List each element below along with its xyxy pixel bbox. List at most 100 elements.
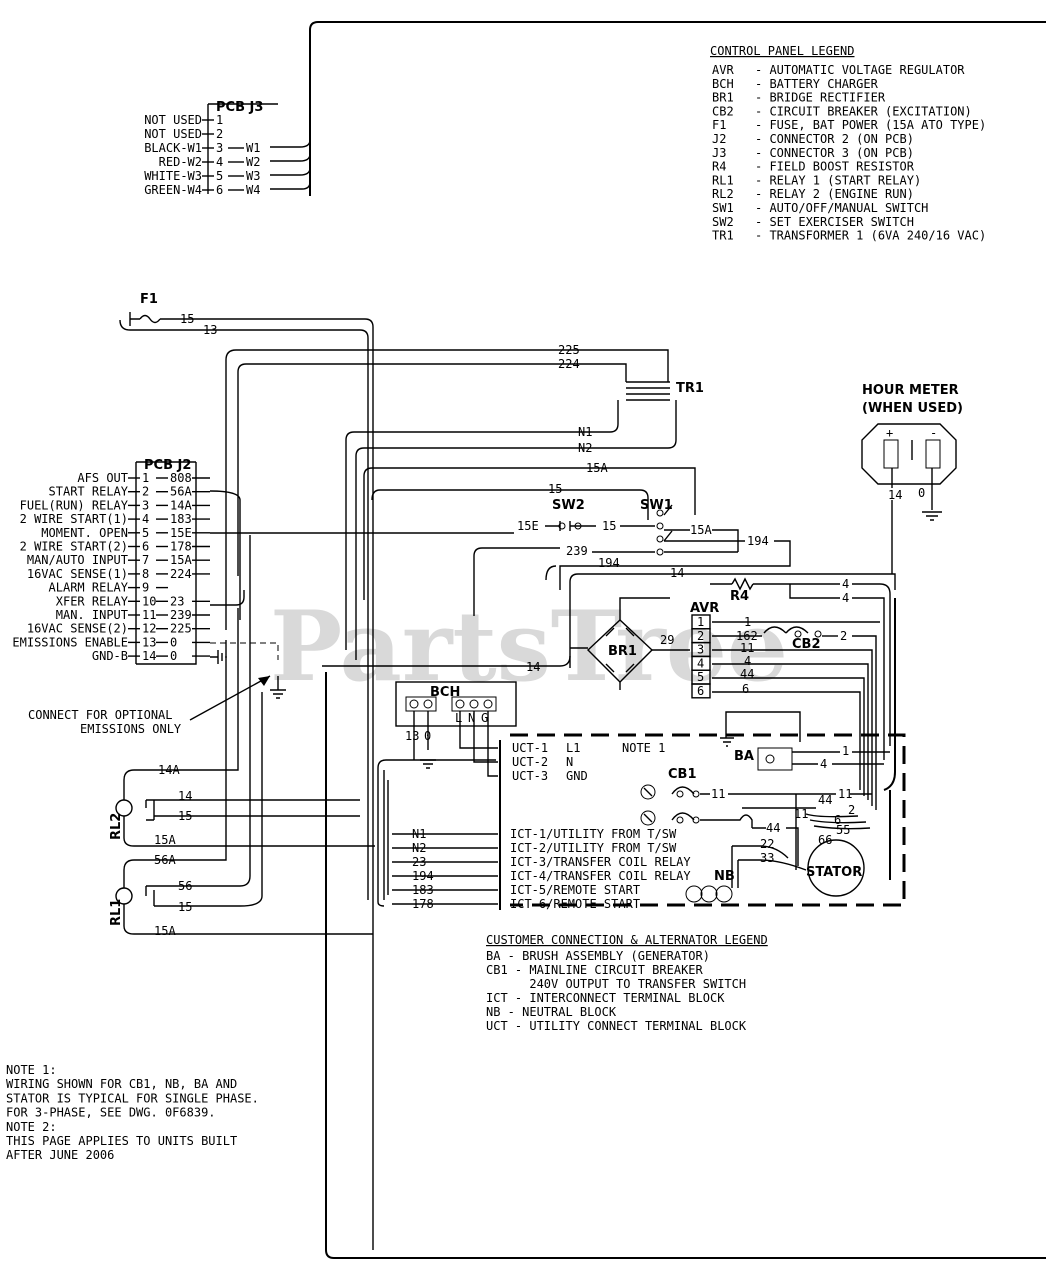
- ict-wire-label: 183: [412, 883, 434, 897]
- svg-text:44: 44: [766, 821, 780, 835]
- legend-code: BR1: [712, 91, 734, 105]
- svg-text:33: 33: [760, 851, 774, 865]
- svg-text:RL2: RL2: [109, 813, 124, 840]
- customer-legend: CUSTOMER CONNECTION & ALTERNATOR LEGEND …: [486, 933, 768, 1033]
- uct-signal: L1: [566, 741, 580, 755]
- svg-text:11: 11: [711, 787, 725, 801]
- j2-pin-number: 7: [142, 553, 149, 567]
- j2-wire-label: 183: [170, 512, 192, 526]
- legend-desc: - BATTERY CHARGER: [755, 77, 879, 91]
- svg-text:55: 55: [836, 823, 850, 837]
- note-line: WIRING SHOWN FOR CB1, NB, BA AND: [6, 1077, 237, 1091]
- j3-pin-number: 5: [216, 169, 223, 183]
- j2-pin-number: 14: [142, 649, 156, 663]
- legend-code: SW1: [712, 201, 734, 215]
- j2-pin-number: 3: [142, 498, 149, 512]
- avr-pin-number: 6: [697, 684, 704, 698]
- ict-wire-label: 194: [412, 869, 434, 883]
- j2-pin-number: 6: [142, 540, 149, 554]
- j2-pin-label: MAN. INPUT: [56, 608, 128, 622]
- svg-text:SW2: SW2: [552, 498, 585, 513]
- note1-box: NOTE 1: [499, 733, 906, 910]
- ict-label: ICT-2/UTILITY FROM T/SW: [510, 841, 677, 855]
- j2-pin-label: GND-B: [92, 649, 128, 663]
- note-line: THIS PAGE APPLIES TO UNITS BUILT: [6, 1134, 237, 1148]
- legend-desc: - CONNECTOR 2 (ON PCB): [755, 132, 914, 146]
- j3-pin-label: NOT USED: [144, 113, 202, 127]
- svg-text:11: 11: [838, 787, 852, 801]
- svg-text:15: 15: [178, 809, 192, 823]
- j2-pin-label: AFS OUT: [77, 471, 128, 485]
- svg-text:2: 2: [840, 629, 847, 643]
- svg-text:6: 6: [742, 682, 749, 696]
- svg-text:15: 15: [602, 519, 616, 533]
- legend-code: J2: [712, 132, 726, 146]
- svg-text:BA: BA: [734, 749, 754, 764]
- switches: 15A 15 SW2 SW1 15E 15 15A 194 239 194: [210, 461, 791, 616]
- uct-label: UCT-1: [512, 741, 548, 755]
- note-line: AFTER JUNE 2006: [6, 1148, 114, 1162]
- wire-13: 13: [203, 323, 217, 337]
- svg-text:NB: NB: [714, 869, 735, 884]
- legend-code: BCH: [712, 77, 734, 91]
- legend-code: R4: [712, 160, 726, 174]
- legend-code: SW2: [712, 215, 734, 229]
- j2-pin-label: 16VAC SENSE(1): [27, 567, 128, 581]
- j3-wire-label: W1: [246, 141, 260, 155]
- svg-text:AVR: AVR: [690, 601, 719, 616]
- svg-text:225: 225: [558, 343, 580, 357]
- bch-label: BCH: [430, 685, 460, 700]
- legend-title: CONTROL PANEL LEGEND: [710, 44, 855, 58]
- customer-legend-line: 240V OUTPUT TO TRANSFER SWITCH: [486, 977, 746, 991]
- ict-label: ICT-1/UTILITY FROM T/SW: [510, 827, 677, 841]
- j2-pin-label: ALARM RELAY: [49, 581, 129, 595]
- svg-text:15A: 15A: [690, 523, 712, 537]
- avr-pin-number: 5: [697, 670, 704, 684]
- hour-meter: HOUR METER (WHEN USED) + - 14 0: [861, 383, 963, 574]
- svg-text:0: 0: [918, 486, 925, 500]
- legend-code: J3: [712, 146, 726, 160]
- legend-desc: - AUTO/OFF/MANUAL SWITCH: [755, 201, 928, 215]
- j2-pin-number: 2: [142, 485, 149, 499]
- svg-text:56: 56: [178, 879, 192, 893]
- svg-text:RL1: RL1: [109, 899, 124, 926]
- avr-pin-number: 4: [697, 656, 704, 670]
- j2-pin-number: 10: [142, 594, 156, 608]
- customer-legend-title: CUSTOMER CONNECTION & ALTERNATOR LEGEND: [486, 933, 768, 947]
- j2-pin-number: 13: [142, 635, 156, 649]
- avr-pin-number: 3: [697, 643, 704, 657]
- note-line: FOR 3-PHASE, SEE DWG. 0F6839.: [6, 1106, 216, 1120]
- svg-text:14: 14: [888, 488, 902, 502]
- svg-text:22: 22: [760, 837, 774, 851]
- svg-text:2: 2: [848, 803, 855, 817]
- legend-desc: - CONNECTOR 3 (ON PCB): [755, 146, 914, 160]
- hour-meter-title: HOUR METER: [862, 383, 959, 398]
- j3-pin-number: 2: [216, 127, 223, 141]
- j2-wire-label: 0: [170, 649, 177, 663]
- j2-wire-label: 56A: [170, 485, 192, 499]
- j2-pin-number: 5: [142, 526, 149, 540]
- j3-pin-label: GREEN-W4: [144, 183, 202, 197]
- svg-text:239: 239: [566, 544, 588, 558]
- relays: 14A RL2 15A 14 15 56A RL1 15A 56 15: [109, 490, 375, 938]
- notes: NOTE 1:WIRING SHOWN FOR CB1, NB, BA ANDS…: [6, 1063, 259, 1162]
- j2-wire-label: 239: [170, 608, 192, 622]
- j3-wire-label: W2: [246, 155, 260, 169]
- customer-legend-line: BA - BRUSH ASSEMBLY (GENERATOR): [486, 949, 710, 963]
- j2-wire-label: 14A: [170, 498, 192, 512]
- j2-pin-label: 2 WIRE START(1): [20, 512, 128, 526]
- j3-pin-number: 4: [216, 155, 223, 169]
- alternator: BA 1 4 CB1 11 11 44 44 11 2 55 66 6 STAT…: [640, 711, 890, 903]
- svg-text:4: 4: [820, 757, 827, 771]
- j2-pin-label: 16VAC SENSE(2): [27, 622, 128, 636]
- svg-text:SW1: SW1: [640, 498, 673, 513]
- j2-pin-number: 1: [142, 471, 149, 485]
- legend-desc: - TRANSFORMER 1 (6VA 240/16 VAC): [755, 229, 986, 243]
- j2-pin-label: FUEL(RUN) RELAY: [20, 498, 129, 512]
- legend-code: AVR: [712, 63, 734, 77]
- svg-text:1: 1: [744, 615, 751, 629]
